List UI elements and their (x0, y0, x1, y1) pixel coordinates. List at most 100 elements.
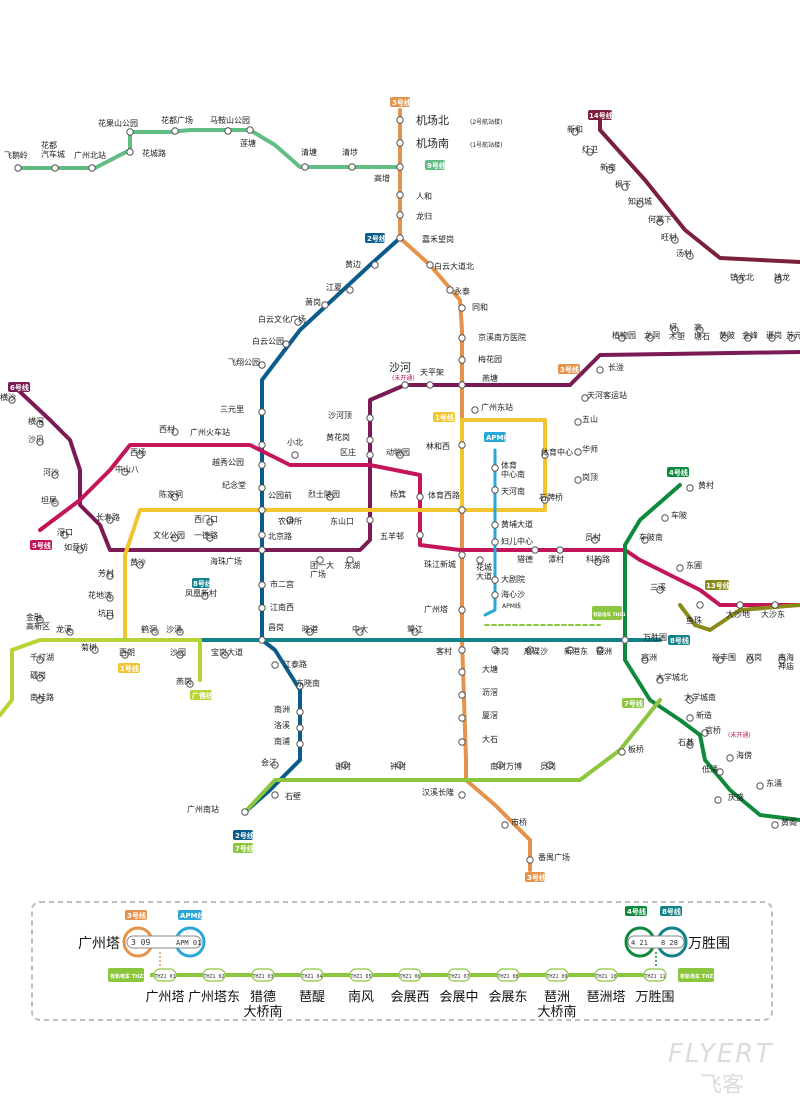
station-marker-yuzhu (696, 601, 704, 609)
station-marker-lieshi (326, 493, 334, 501)
station-marker-xinnan (606, 166, 614, 174)
tram-stop-code-1: THZ1 01 (154, 974, 175, 980)
line-5-track (38, 443, 800, 607)
station-marker-xiaogang2 (306, 628, 314, 636)
station-marker-jinfeng (744, 334, 752, 342)
station-label-tiyu_zhongxinnan-1: 中心南 (501, 469, 525, 479)
station-marker-jinrong_gaoxin (36, 616, 44, 624)
line-9-track (16, 128, 402, 170)
station-label-jushu: 菊树 (81, 642, 97, 652)
station-marker-kecun_lu (594, 558, 602, 566)
station-marker-chenjiaci (171, 493, 179, 501)
tram-stop-marker-6 (398, 968, 422, 982)
station-label-daxuechengnan: 大学城南 (684, 692, 716, 702)
station-marker-ruyifang (76, 546, 84, 554)
station-marker-fenghuang (201, 592, 209, 600)
station-marker-qiandenghu (36, 656, 44, 664)
station-marker-tuanyidaguangchang (316, 556, 324, 564)
station-label-dashi: 大石 (482, 734, 498, 744)
station-label-huadiwan: 花地湾 (88, 590, 112, 600)
station-marker-maanshan (224, 127, 232, 135)
station-label-lujiang: 鹭江 (407, 624, 423, 634)
station-marker-hesha (51, 471, 59, 479)
station-marker-guangzhou_huochezhan (258, 441, 266, 449)
station-marker-jinianhtang (258, 484, 266, 492)
station-marker-ximenkou (206, 518, 214, 526)
station-note-weikaitong: (未开通) (392, 374, 415, 382)
station-label-datang: 大塘 (482, 664, 498, 674)
station-label-shibi: 石壁 (285, 791, 301, 801)
station-marker-hongwei (586, 148, 594, 156)
station-label-guangzhou_huochezhan: 广州火车站 (190, 427, 230, 437)
station-label-shayong: 沙涌 (166, 624, 182, 634)
station-marker-wangcun (671, 236, 679, 244)
station-marker-huachenglu (126, 148, 134, 156)
station-marker-jiangtailu (271, 661, 279, 669)
legend-ring-b-code-2: 8 28 (661, 939, 678, 947)
station-note-jichangnan_note: (1号航站楼) (470, 141, 503, 149)
station-marker-tiyu_zhongxinnan (491, 464, 499, 472)
station-label-huadu_qiche-1: 汽车城 (41, 149, 65, 159)
tram-stop-marker-7 (447, 968, 471, 982)
station-marker-hengjiao (36, 420, 44, 428)
station-label-tiyuxilu: 体育西路 (428, 490, 460, 500)
station-marker-chebei (661, 514, 669, 522)
tag-line13: 13号线 (706, 581, 730, 590)
station-label-shahe: 沙河 (389, 361, 411, 374)
station-marker-suyuan (788, 334, 796, 342)
station-marker-shuanggang (746, 656, 754, 664)
station-label-haixinsha: 海心沙 (501, 589, 525, 599)
station-marker-shayong (176, 628, 184, 636)
station-marker-meihuayuan (458, 356, 466, 364)
station-label-kemu-0: 柯 (669, 322, 677, 332)
station-label-xiecun: 谢村 (335, 761, 351, 771)
station-label-huangge: 黄阁 (781, 817, 797, 827)
tram-stop-code-11: THZ1 11 (644, 974, 665, 980)
station-marker-huaguoshan (126, 128, 134, 136)
station-marker-sanxi (656, 586, 664, 594)
station-label-huadu_qiche-0: 花都 (41, 140, 57, 150)
tram-stop-label-6: 会展西 (390, 990, 429, 1005)
station-label-jichangbei: 机场北 (416, 113, 449, 127)
station-marker-tianhenan (491, 486, 499, 494)
station-label-hedong: 鹤洞 (141, 624, 157, 634)
station-label-tuanyidaguangchang-0: 团一大 (310, 560, 334, 570)
station-marker-gaotangshi (696, 326, 704, 334)
station-label-shierGong: 市二宫 (270, 579, 294, 589)
station-label-wushan: 五山 (582, 414, 598, 424)
station-label-huangbian: 黄边 (345, 259, 361, 269)
station-label-shabei: 沙贝 (28, 435, 44, 444)
station-marker-hengsha (8, 396, 16, 404)
station-marker-linhexi (458, 441, 466, 449)
station-marker-guanzhou (641, 656, 649, 664)
station-marker-nancun_wanbo (496, 761, 504, 769)
station-label-huacheng_dadao-0: 花城 (476, 562, 492, 572)
station-label-qu_zhuang: 区庄 (340, 447, 356, 457)
tag-line7: 7号线 (235, 844, 254, 853)
tag-line1: 1号线 (435, 413, 454, 422)
tag-line14: 14号线 (589, 111, 613, 120)
station-label-changban: 长湴 (608, 362, 624, 372)
station-label-jiahewanggang: 嘉禾望岗 (422, 234, 454, 244)
station-label-jiangxia: 江夏 (326, 283, 342, 292)
tram-stop-marker-3 (251, 968, 275, 982)
tram-stop-code-10: THZ1 10 (595, 974, 616, 980)
watermark: FLYERT 飞客 (668, 1039, 771, 1098)
line-apm-track (483, 448, 497, 617)
station-label-zhishicheng: 知识城 (628, 196, 652, 206)
station-label-jinrong_gaoxin-1: 高新区 (26, 621, 50, 631)
station-label-qingtang: 清塘 (301, 147, 317, 157)
station-label-kengkou: 坑口 (98, 608, 114, 618)
station-label-huangpi: 黄陂 (719, 330, 735, 340)
station-label-qiandenghu: 千灯湖 (30, 652, 54, 662)
station-marker-longgui (396, 211, 404, 219)
station-label-gongyuanqian: 公园前 (268, 490, 292, 500)
station-marker-jiawei (36, 674, 44, 682)
station-label-xinzao: 新造 (696, 710, 712, 720)
station-label-zhiwuyuan: 植物园 (612, 330, 636, 340)
station-label-wangcun: 旺村 (661, 232, 677, 242)
station-marker-xinjiangdong (566, 646, 574, 654)
station-label-shipaiqiao: 石牌桥 (539, 492, 563, 502)
station-marker-longxi (66, 628, 74, 636)
